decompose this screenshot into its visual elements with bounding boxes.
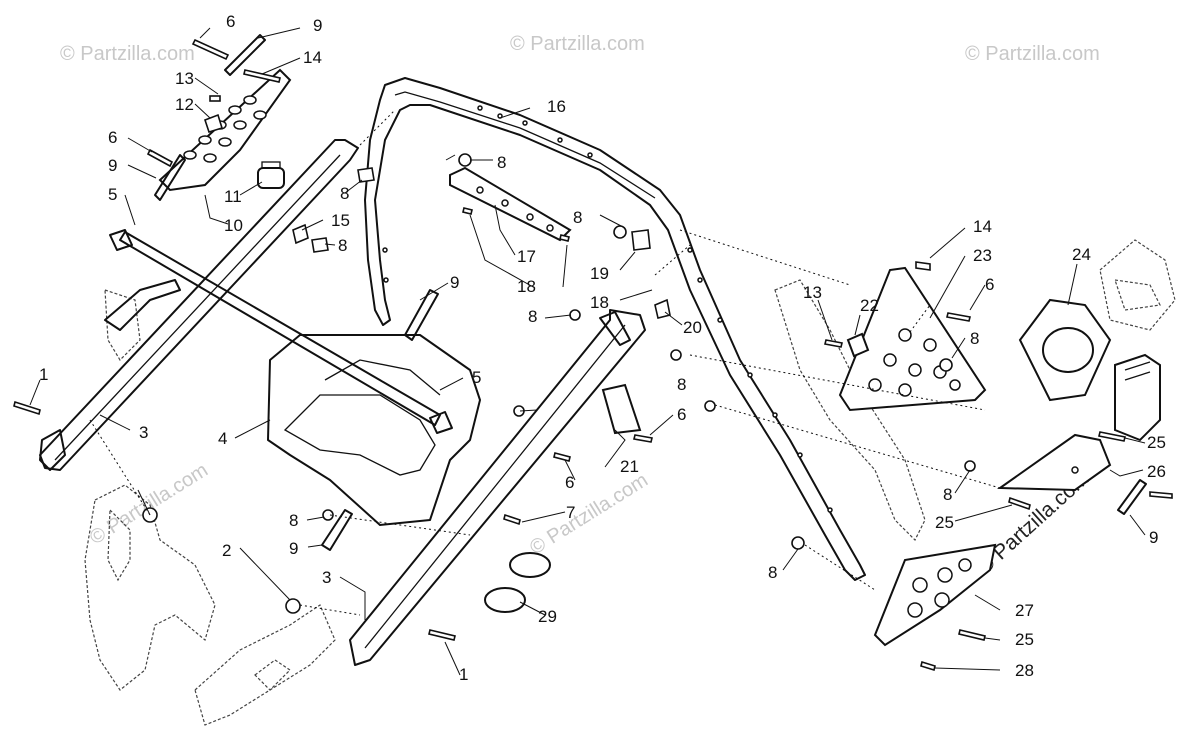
watermark-text: © Partzilla.com [86, 459, 212, 549]
strap-9-right [1117, 479, 1147, 515]
clip-22 [846, 332, 870, 358]
leader-lines [29, 27, 1146, 676]
callout-14: 14 [973, 217, 992, 236]
callout-5: 5 [472, 368, 481, 387]
callout-20: 20 [683, 318, 702, 337]
callout-13: 13 [803, 283, 822, 302]
callout-3: 3 [139, 423, 148, 442]
callout-1: 1 [39, 365, 48, 384]
lower-rail [349, 309, 646, 666]
callout-8: 8 [970, 329, 979, 348]
callout-6: 6 [565, 473, 574, 492]
bracket-21 [601, 383, 642, 435]
left-tube-upper [39, 139, 359, 471]
callout-9: 9 [289, 539, 298, 558]
console-panel [267, 334, 481, 526]
callout-8: 8 [338, 236, 347, 255]
callout-28: 28 [1015, 661, 1034, 680]
callout-8: 8 [943, 485, 952, 504]
callout-14: 14 [303, 48, 322, 67]
hardware [13, 38, 1173, 672]
watermark-text: © Partzilla.com [965, 43, 1100, 65]
callout-6: 6 [108, 128, 117, 147]
callout-11: 11 [224, 187, 242, 206]
callout-9: 9 [108, 156, 117, 175]
callout-29: 29 [538, 607, 557, 626]
callout-27: 27 [1015, 601, 1034, 620]
strap-9-top [224, 34, 266, 76]
ghost-frame-right [774, 239, 1176, 542]
callout-15: 15 [331, 211, 350, 230]
plate-27 [873, 543, 997, 647]
callout-26: 26 [1147, 462, 1166, 481]
hoop-frame [364, 77, 866, 581]
bracket-26 [996, 433, 1112, 492]
callout-8: 8 [340, 184, 349, 203]
callout-22: 22 [860, 296, 879, 315]
cross-shaft [104, 229, 453, 434]
callout-8: 8 [497, 153, 506, 172]
callout-12: 12 [175, 95, 194, 114]
bracket-17 [449, 166, 572, 242]
callout-6: 6 [226, 12, 235, 31]
callout-8: 8 [768, 563, 777, 582]
callout-6: 6 [985, 275, 994, 294]
callout-13: 13 [175, 69, 194, 88]
callout-8: 8 [677, 375, 686, 394]
callout-17: 17 [517, 247, 536, 266]
callout-8: 8 [528, 307, 537, 326]
callout-25: 25 [1015, 630, 1034, 649]
callout-2: 2 [222, 541, 231, 560]
callout-25: 25 [1147, 433, 1166, 452]
right-plate-23 [838, 266, 987, 412]
housing-24 [1018, 298, 1161, 442]
callouts: 6 9 14 13 12 6 9 5 11 10 8 15 8 16 8 17 … [39, 12, 1166, 684]
callout-18: 18 [517, 277, 536, 296]
callout-16: 16 [547, 97, 566, 116]
callout-9: 9 [1149, 528, 1158, 547]
callout-19: 19 [590, 264, 609, 283]
upper-plate [158, 68, 292, 192]
callout-24: 24 [1072, 245, 1091, 264]
callout-8: 8 [573, 208, 582, 227]
callout-6: 6 [677, 405, 686, 424]
strap-9-lower [321, 509, 353, 551]
relay-11 [257, 161, 285, 189]
callout-3: 3 [322, 568, 331, 587]
callout-4: 4 [218, 429, 227, 448]
callout-7: 7 [566, 503, 575, 522]
watermark-text: © Partzilla.com [526, 469, 652, 559]
strap-9-mid [404, 289, 439, 341]
callout-8: 8 [289, 511, 298, 530]
callout-5: 5 [108, 185, 117, 204]
callout-9: 9 [313, 16, 322, 35]
callout-21: 21 [620, 457, 639, 476]
upper-plate-holes [183, 95, 267, 163]
callout-10: 10 [224, 216, 243, 235]
callout-18: 18 [590, 293, 609, 312]
watermark-text: © Partzilla.com [60, 43, 195, 65]
clamp-29 [484, 552, 551, 613]
callout-9: 9 [450, 273, 459, 292]
callout-23: 23 [973, 246, 992, 265]
callout-1: 1 [459, 665, 468, 684]
watermark-text: © Partzilla.com [510, 33, 645, 55]
callout-25: 25 [935, 513, 954, 532]
strap-9-left [154, 154, 186, 201]
